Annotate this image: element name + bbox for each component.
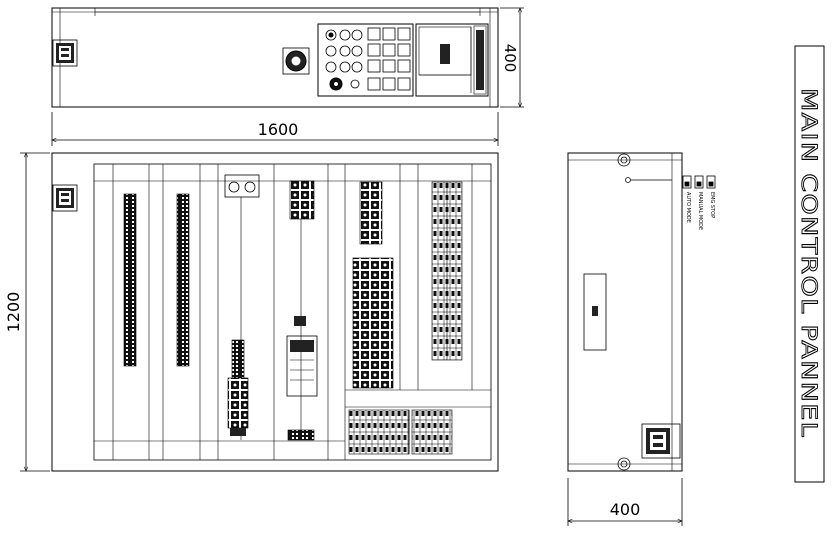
front-view — [51, 152, 499, 472]
top-view — [51, 7, 499, 108]
wire-ducts — [112, 164, 491, 460]
pilot-lamps — [325, 29, 363, 91]
relay-bank-lower — [352, 257, 394, 389]
terminal-strip-1 — [123, 193, 137, 367]
label-emergency-stop: EMG STOP — [709, 192, 715, 218]
top-view-outline — [51, 7, 499, 108]
side-view-outline — [567, 152, 683, 472]
dim-side-width-label: 400 — [610, 500, 641, 519]
relay-bank-upper — [359, 181, 383, 245]
front-view-outline — [51, 152, 499, 472]
side-mounting-bosses — [617, 153, 631, 471]
main-breakers — [348, 409, 453, 455]
top-label-plate — [52, 39, 78, 67]
title-frame — [794, 45, 825, 483]
dim-front-height — [20, 153, 50, 471]
dim-top-width — [52, 112, 498, 146]
terminal-strip-2 — [176, 193, 190, 367]
side-window-marker — [592, 306, 598, 316]
dim-top-depth — [500, 8, 524, 107]
plc-column — [286, 180, 318, 441]
side-window — [583, 273, 607, 351]
dim-top-depth-label: 400 — [501, 44, 519, 73]
dim-top-width-label: 1600 — [258, 120, 299, 139]
label-auto-mode: AUTO MODE — [685, 192, 691, 223]
top-vent-fan — [282, 47, 310, 75]
dim-front-height-label: 1200 — [4, 292, 23, 333]
label-manual-mode: MANUAL MODE — [697, 192, 703, 230]
selector-switch-grid — [367, 27, 411, 91]
side-view — [567, 152, 716, 472]
front-label-plate — [52, 184, 78, 212]
main-title: MAIN CONTROL PANNEL — [797, 88, 821, 438]
dim-side-width — [568, 478, 682, 526]
operator-button-box — [317, 23, 414, 97]
hmi-nameplate-block — [415, 23, 489, 97]
side-switches — [682, 175, 716, 189]
breaker-rail — [431, 181, 463, 361]
outlet-column — [224, 174, 260, 440]
side-label-plate — [641, 423, 681, 459]
side-handle — [625, 177, 672, 183]
mounting-plate — [93, 163, 492, 461]
